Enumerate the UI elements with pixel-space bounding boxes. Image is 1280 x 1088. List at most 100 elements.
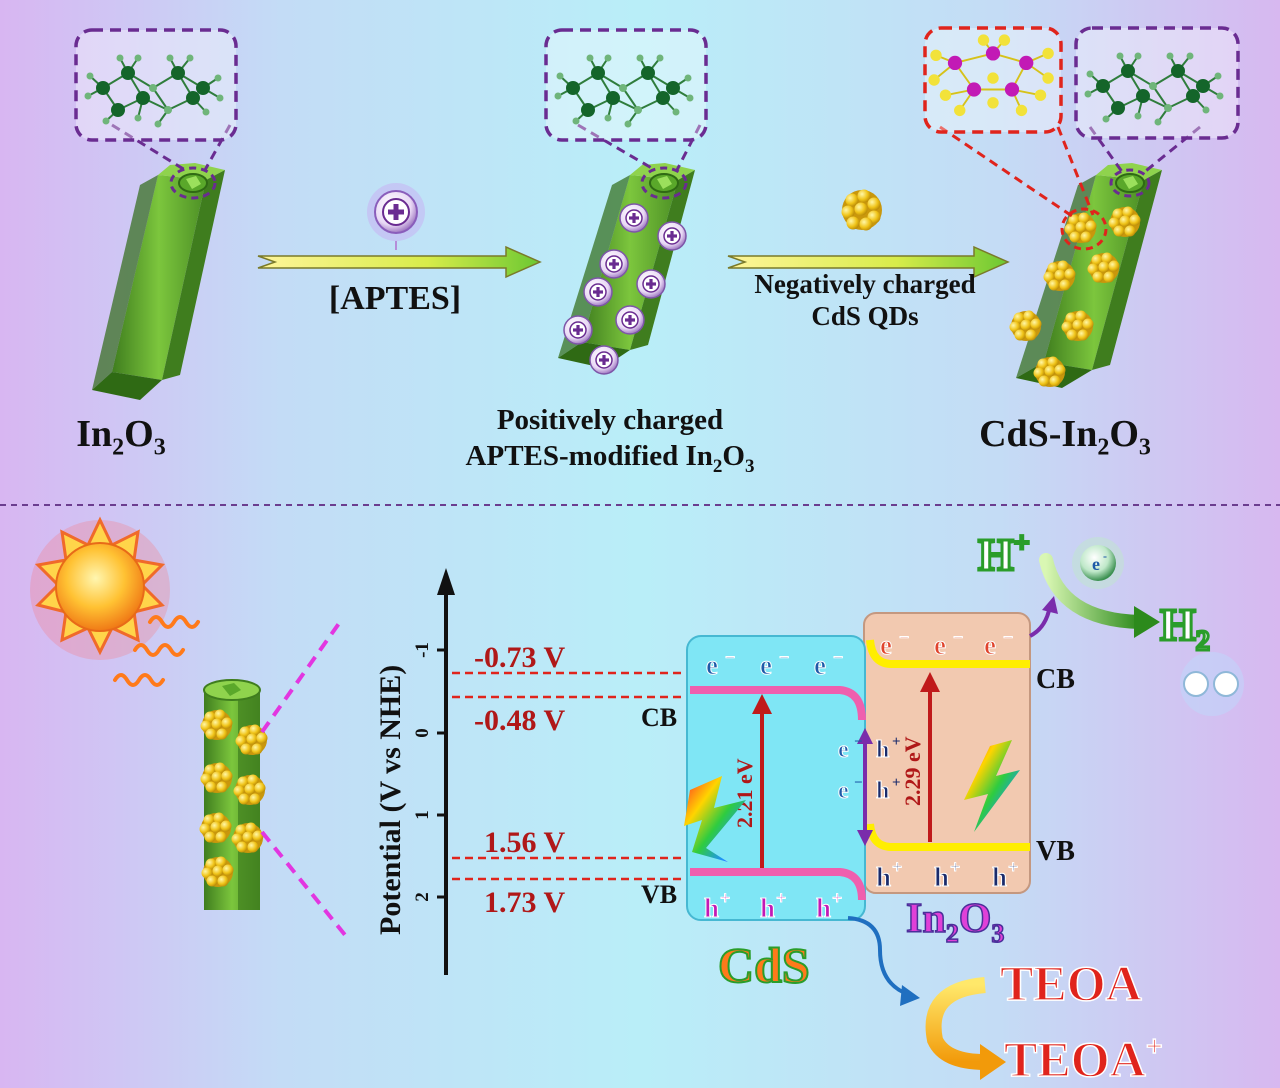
cds-qd-arrow[interactable] [727,245,1010,279]
svg-text:e: e [934,630,946,660]
svg-text:e: e [838,737,849,763]
in2o3-excitation-arrow [920,672,940,842]
hole-scavenging-arrow [847,916,911,997]
potential-label-vb-cds: 1.73 V [484,886,565,919]
svg-text:h: h [816,893,831,923]
zoom-line-lower [260,830,347,937]
svg-text:e: e [880,630,892,660]
cds-qd-cluster-icon [841,189,882,231]
svg-text:−: − [779,647,789,667]
tick-label-1: 1 [412,810,433,820]
light-wave-icons [113,615,200,687]
cds-vb-label: VB [641,880,677,909]
potential-guide-lines [452,671,872,881]
in2o3-cb-label: CB [1036,664,1075,695]
bolt-icon-in2o3 [964,740,1020,832]
svg-text:h: h [934,862,949,892]
svg-text:+: + [892,734,901,750]
potential-label-cb-cds: -0.48 V [474,704,565,737]
svg-text:−: − [725,647,735,667]
svg-text:e: e [838,778,849,804]
cds-qd-arrow-label-line1: Negatively charged [754,269,976,299]
svg-text:h: h [760,893,775,923]
cds-vb-holes: h+ h+ h+ [704,888,843,924]
svg-text:-: - [1103,549,1107,563]
in2o3-gap-label: 2.29 eV [900,736,925,806]
in2o3-name-label: In2O3 [906,896,1004,948]
aptes-arrow-label: [APTES] [328,280,462,317]
axis-label: Potential (V vs NHE) [374,665,407,935]
cds-band-box [686,635,866,921]
sun-icon [30,516,170,660]
svg-text:e: e [760,650,772,680]
teoa-plus-label: TEOA+ [1004,1030,1163,1087]
svg-text:+: + [720,888,730,908]
in2o3-vb-label: VB [1036,836,1075,867]
svg-text:−: − [899,627,909,647]
interface-carriers: e − e − h + h + [838,734,901,805]
cds-cb-electrons: e− e− e− [706,647,844,681]
svg-text:−: − [833,647,843,667]
cds-name-label: CdS [718,937,810,993]
svg-text:e: e [984,630,996,660]
tick-label-minus1: -1 [412,642,433,658]
svg-text:h: h [876,862,891,892]
svg-text:−: − [854,775,863,791]
svg-text:e: e [706,650,718,680]
potential-axis [437,568,455,975]
electron-bubble-icon: e - [1072,537,1124,589]
in2o3-rod [92,163,225,400]
in2o3-label: In2O3 [76,413,166,461]
h2-evolution-arrow [1039,553,1147,629]
cds-qd-arrow-label-line2: CdS QDs [811,301,919,331]
h2-label: H2 [1160,599,1210,657]
aptes-modified-rod [558,163,695,375]
svg-text:+: + [776,888,786,908]
in2o3-band-box [863,612,1031,894]
svg-text:+: + [832,888,842,908]
tick-label-0: 0 [412,728,433,738]
hole-scavenging-arrowhead [900,985,920,1006]
potential-label-vb-in2o3: 1.56 V [484,826,565,859]
in2o3-vb-holes: h+ h+ h+ [876,857,1019,893]
h-plus-label: H+ [978,528,1030,580]
teoa-oxidation-arrow [925,977,986,1070]
cds-in2o3-rod [1009,163,1162,388]
svg-text:−: − [953,627,963,647]
aptes-crystal-zoom [544,28,708,200]
aptes-modified-label-line1: Positively charged [496,404,724,436]
cds-excitation-arrow [752,694,772,868]
svg-text:h: h [992,862,1007,892]
svg-text:h: h [876,778,889,804]
svg-text:+: + [892,857,902,877]
svg-text:h: h [704,893,719,923]
cds-qd-arrow-label: Negatively charged CdS QDs [720,268,1010,332]
potential-label-cb-in2o3: -0.73 V [474,641,565,674]
cds-in2o3-label: CdS-In2O3 [979,413,1151,461]
tick-label-2: 2 [412,892,433,902]
svg-text:+: + [892,775,901,791]
cds-gap-label: 2.21 eV [732,758,757,828]
in2o3-cb-electrons: e− e− e− [880,627,1014,661]
svg-text:e: e [1092,554,1100,574]
aptes-modified-label: Positively charged APTES-modified In2O3 [430,402,790,485]
teoa-label: TEOA [1000,955,1142,1011]
svg-text:+: + [950,857,960,877]
svg-text:e: e [814,650,826,680]
teoa-oxidation-arrowhead [980,1044,1006,1080]
aptes-modified-label-line2: APTES-modified In2O3 [465,440,755,477]
svg-text:−: − [1003,627,1013,647]
interface-charge-transfer-arrow [857,728,873,846]
cds-in2o3-crystal-zooms [923,26,1240,251]
zoom-line-upper [260,620,342,734]
h2-evolution-arrowhead [1134,606,1160,638]
electron-transfer-arrowhead [1042,596,1058,614]
svg-text:+: + [1008,857,1018,877]
aptes-arrow[interactable] [257,245,542,279]
cds-cb-label: CB [641,703,677,732]
in2o3-crystal-zoom [74,28,238,200]
positive-charge-icon [367,183,425,250]
cds-in2o3-rod-small [199,679,268,910]
